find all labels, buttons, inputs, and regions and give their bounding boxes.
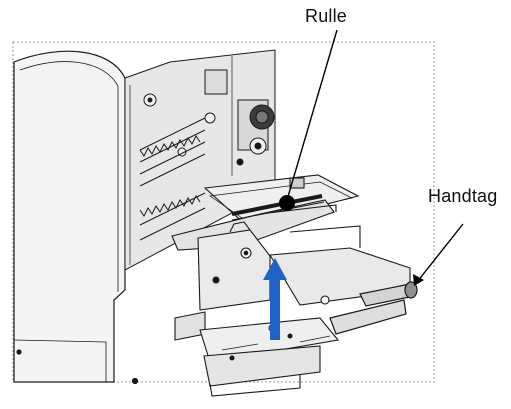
handle-leader-line	[413, 223, 464, 286]
roller-callout-label: Rulle	[305, 6, 348, 26]
printer-housing	[13, 50, 139, 385]
lift-direction-arrow	[263, 258, 287, 340]
roller-leader-line	[286, 29, 338, 201]
adjustment-knob	[237, 99, 275, 155]
handle-callout-label: Handtag	[428, 186, 498, 206]
diagram-frame	[12, 41, 435, 383]
spring-assembly	[139, 117, 206, 241]
slide-tray	[174, 311, 340, 397]
roller	[231, 194, 325, 221]
roller-marker	[279, 195, 295, 211]
